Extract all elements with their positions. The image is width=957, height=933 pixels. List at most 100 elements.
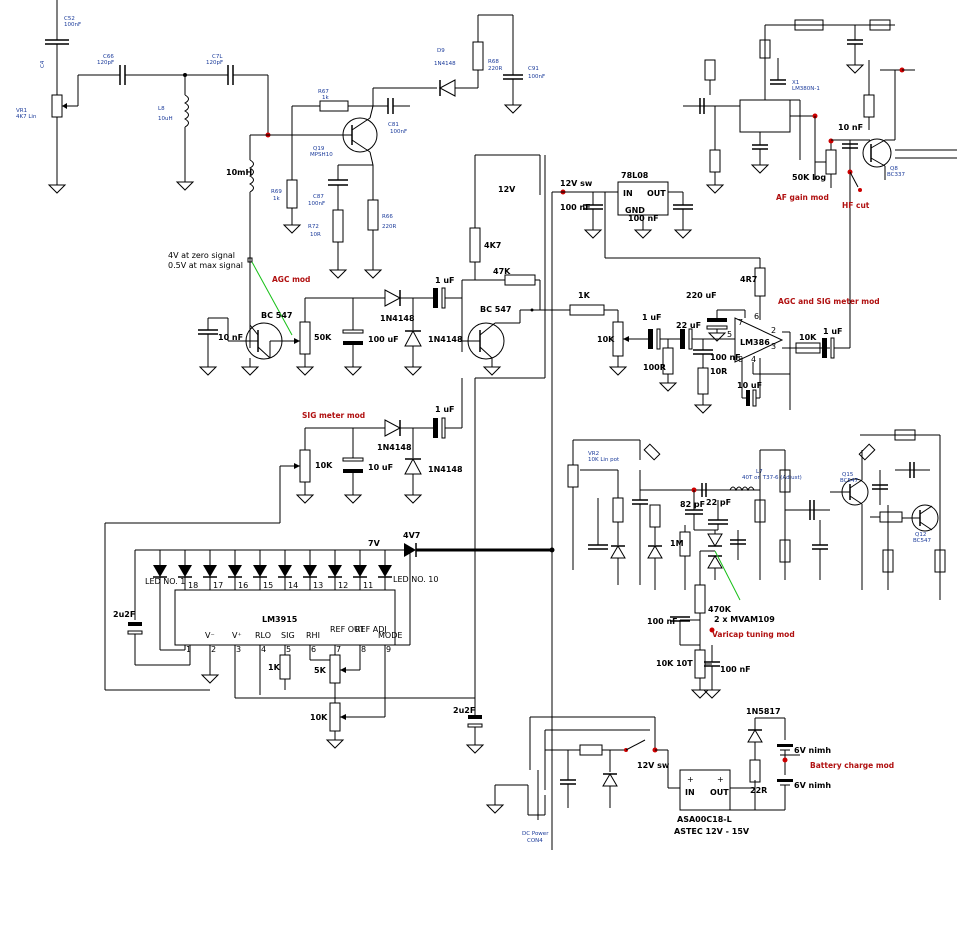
c66-label: C66 (103, 54, 114, 60)
pin-refadj-label: REF ADJ (355, 625, 387, 634)
c2u2f-a-label: 2u2F (113, 610, 135, 619)
lm386-label: LM386 (740, 338, 770, 347)
c87-value: 100nF (308, 201, 325, 207)
v7-label: 7V (368, 539, 381, 548)
c4-label: C4 (40, 60, 46, 68)
r1m-label: 1M (670, 539, 684, 548)
reg-out-label: OUT (647, 189, 666, 198)
r1k-resistor (569, 304, 605, 316)
q12-value: BC547 (913, 538, 932, 544)
pin-5: 5 (286, 645, 291, 654)
r68-label: R68 (488, 59, 499, 65)
r69-label: R69 (271, 189, 282, 195)
pin-rhi-label: RHI (306, 631, 320, 640)
l8-inductor (183, 94, 189, 128)
twelve-volt-section: 12V 4K7 47K BC 547 (461, 154, 570, 705)
c91-label: C91 (528, 66, 539, 72)
af-mod-title: AF gain mod (776, 193, 829, 202)
svg-text:+: + (717, 775, 724, 784)
batt-mod-title: Battery charge mod (810, 761, 894, 770)
regulator-section: 12V sw IN OUT GND 78L08 100 nF 100 nF 4R… (551, 171, 766, 850)
c220uf-label: 220 uF (686, 291, 717, 300)
c1uf-c-label: 1 uF (642, 313, 662, 322)
led-num-15: 15 (263, 581, 273, 590)
r10r-resistor (697, 367, 709, 395)
r50klog-pot (825, 149, 837, 175)
d1n4148-d-label: 1N4148 (428, 465, 463, 474)
l10mh-inductor (248, 159, 254, 193)
batt1-label: 6V nimh (794, 746, 831, 755)
lm380-chip (739, 99, 791, 133)
r10k-a-label: 10K (315, 461, 333, 470)
d9-diode (438, 79, 456, 97)
led-num-16: 16 (238, 581, 248, 590)
r10k-lm-resistor (329, 702, 341, 732)
q8-label: Q8 (890, 166, 898, 172)
r10r-label: 10R (710, 367, 727, 376)
varicap-mod-title: Varicap tuning mod (712, 630, 795, 639)
r66-value: 220R (382, 224, 396, 230)
svg-text:2: 2 (771, 326, 776, 335)
c87-label: C87 (313, 194, 324, 200)
pin-6: 6 (311, 645, 316, 654)
pin-refout-label: REF OUT (330, 625, 365, 634)
c66-value: 120pF (97, 60, 114, 66)
mvam-label: 2 x MVAM109 (714, 615, 775, 624)
r10k-sig-resistor (299, 449, 311, 483)
l8-label: L8 (158, 106, 165, 112)
input-section: C52 100nF VR1 4K7 Lin C4 C66 120pF C7L 1… (16, 0, 269, 194)
batt2-label: 6V nimh (794, 781, 831, 790)
r66-resistor (367, 199, 379, 231)
q12-label: Q12 (915, 532, 926, 538)
q19-section: 10mH R67 1k D9 1N4148 R68 220R C91 100nF… (226, 14, 545, 348)
r22r-label: 22R (750, 786, 767, 795)
led-num-14: 14 (288, 581, 298, 590)
c91-value: 100nF (528, 74, 545, 80)
c1uf-a-label: 1 uF (435, 276, 455, 285)
c10uf-b-label: 10 uF (737, 381, 762, 390)
d1n5817-label: 1N5817 (746, 707, 781, 716)
d-1n4148-c (384, 419, 402, 437)
pin-2: 2 (211, 645, 216, 654)
lm386-chip (734, 317, 784, 363)
c1uf-b-label: 1 uF (435, 405, 455, 414)
r68-resistor (472, 41, 484, 71)
r100r-label: 100R (643, 363, 666, 372)
ground-symbol (47, 184, 67, 194)
x1-label: X1 (792, 80, 799, 86)
r1k-label: 1K (578, 291, 591, 300)
bc547-b-label: BC 547 (480, 305, 511, 314)
c100nf-d-label: 100 nF (647, 617, 678, 626)
pin-7: 7 (336, 645, 341, 654)
c10nf-label: 10 nF (218, 333, 243, 342)
r47k-resistor (504, 274, 536, 286)
led1-label: LED NO. 1 (145, 577, 185, 586)
zener-4v7 (404, 543, 416, 557)
d9-label: D9 (437, 48, 445, 54)
c100n-a-label: 100 nF (560, 203, 591, 212)
vr1-label: VR1 (16, 108, 27, 114)
r4k7-label: 4K7 (484, 241, 501, 250)
bc547-a-label: BC 547 (261, 311, 292, 320)
c1uf-d-label: 1 uF (823, 327, 843, 336)
r69-resistor (286, 179, 298, 209)
d1n4148-c-label: 1N4148 (377, 443, 412, 452)
svg-text:3: 3 (771, 342, 776, 351)
pin-vminus-label: V⁻ (205, 631, 215, 640)
d-1n5817 (747, 729, 763, 743)
reg-gnd-label: GND (625, 206, 645, 215)
c71-value: 120pF (206, 60, 223, 66)
v4v7-label: 4V7 (403, 531, 420, 540)
lm386-section: AGC and SIG meter mod 1K 10K 1 uF 22 uF … (569, 140, 880, 414)
led-num-12: 12 (338, 581, 348, 590)
r470k-resistor (694, 584, 706, 614)
r22r-resistor (749, 759, 761, 783)
c100n-b-label: 100 nF (628, 214, 659, 223)
agc-mod-section: 4V at zero signal 0.5V at max signal AGC… (168, 251, 463, 376)
r50k-label: 50K (314, 333, 332, 342)
r10k-b-label: 10K (597, 335, 615, 344)
svg-text:5: 5 (727, 330, 732, 339)
r67-label: R67 (318, 89, 329, 95)
c100nf-c-label: 100 nF (710, 353, 741, 362)
agc-sig-mod-title: AGC and SIG meter mod (778, 297, 880, 306)
